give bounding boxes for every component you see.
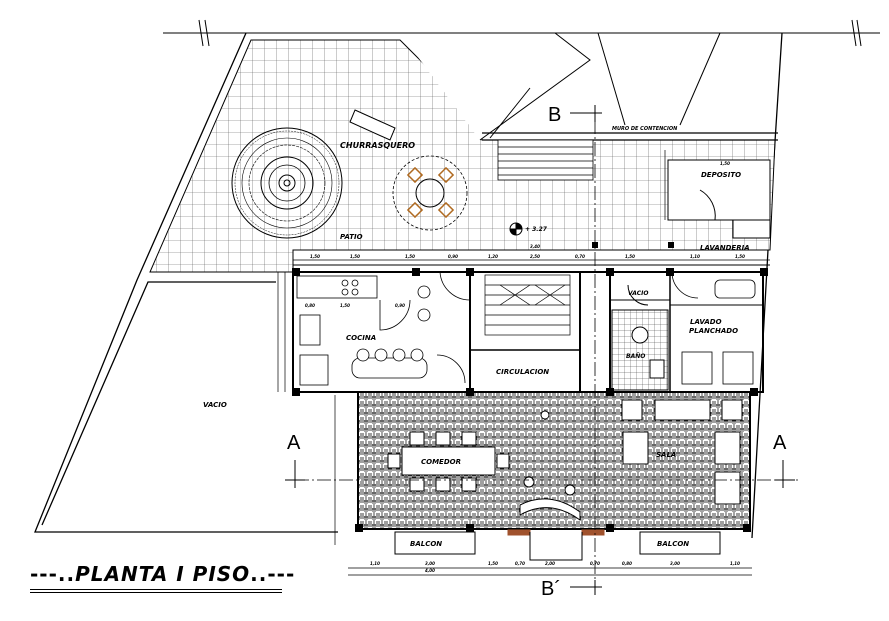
title-prefix: ---.. — [30, 562, 76, 586]
dim-text: 2,50 — [530, 254, 540, 259]
dim-text: 0,70 — [590, 561, 600, 566]
level-marker — [509, 222, 523, 236]
section-marker-ticks — [285, 105, 795, 595]
dim-text: 0,80 — [305, 303, 315, 308]
level-mark-text: + 3.27 — [525, 226, 548, 233]
label-comedor: COMEDOR — [421, 458, 461, 466]
title-text: PLANTA I PISO — [75, 562, 251, 586]
structural-columns — [292, 242, 768, 532]
dim-text: 1,10 — [690, 254, 700, 259]
dim-text: 0,70 — [515, 561, 525, 566]
title-underline — [30, 589, 282, 590]
dim-text: 1,50 — [720, 161, 730, 166]
dim-text: 3,00 — [670, 561, 680, 566]
dim-text: 0,90 — [395, 303, 405, 308]
dim-text: 1,10 — [370, 561, 380, 566]
dim-text: 1,50 — [350, 254, 360, 259]
kitchen-furniture — [296, 271, 471, 386]
label-churrasquero: CHURRASQUERO — [340, 141, 415, 150]
balconies — [394, 529, 721, 561]
section-lines — [295, 120, 800, 580]
dim-text: 1,50 — [625, 254, 635, 259]
dim-text: 1,50 — [310, 254, 320, 259]
bathroom-area — [611, 284, 669, 391]
dim-text: 2,00 — [545, 561, 555, 566]
label-circulacion: CIRCULACION — [496, 368, 549, 376]
dim-text: 1,50 — [488, 561, 498, 566]
label-cocina: COCINA — [346, 334, 376, 342]
deposito-room — [667, 159, 771, 239]
label-vacio-left: VACIO — [203, 401, 227, 409]
title-suffix: ..--- — [250, 562, 296, 586]
dim-text: 0,70 — [575, 254, 585, 259]
label-deposito: DEPOSITO — [701, 171, 741, 179]
section-marker-a-left: A — [287, 432, 301, 454]
retaining-wall — [482, 132, 778, 141]
dim-text: 1,10 — [730, 561, 740, 566]
section-marker-b-bottom: B´ — [541, 578, 561, 600]
label-lavanderia: LAVANDERIA — [700, 244, 750, 252]
inner-stairs — [484, 274, 571, 336]
laundry-furniture — [671, 271, 756, 385]
dim-text: 3,00 — [425, 561, 435, 566]
dim-text: 1,50 — [405, 254, 415, 259]
label-planchado: PLANCHADO — [689, 327, 738, 335]
label-balcon-left: BALCON — [410, 540, 442, 548]
dim-text: 1,20 — [488, 254, 498, 259]
label-balcon-right: BALCON — [657, 540, 689, 548]
label-bano: BAÑO — [626, 353, 645, 360]
living-dining-area — [357, 391, 751, 530]
dimension-texts: 1,50 1,50 1,50 0,90 1,20 2,50 0,70 1,50 … — [305, 161, 745, 573]
patio-stairs — [497, 139, 594, 181]
dim-text: 4,00 — [425, 568, 435, 573]
patio-area — [149, 32, 776, 273]
drawing-title: ---..PLANTA I PISO..--- — [30, 562, 295, 586]
section-marker-a-right: A — [773, 432, 787, 454]
title-underline — [30, 592, 282, 593]
label-muro: MURO DE CONTENCION — [612, 126, 678, 132]
label-lavado: LAVADO — [690, 318, 722, 326]
dim-text: 0,90 — [448, 254, 458, 259]
patio-table — [392, 155, 468, 231]
dim-text: 1,50 — [340, 303, 350, 308]
label-sala: SALA — [656, 451, 676, 459]
dim-text: 3,40 — [530, 244, 540, 249]
label-patio: PATIO — [340, 233, 363, 241]
dim-text: 0,80 — [622, 561, 632, 566]
dimension-lines — [277, 150, 770, 576]
label-vacio-small: VACIO — [628, 290, 648, 297]
dim-text: 1,50 — [735, 254, 745, 259]
section-marker-b-top: B — [548, 104, 561, 126]
fountain — [231, 127, 343, 239]
